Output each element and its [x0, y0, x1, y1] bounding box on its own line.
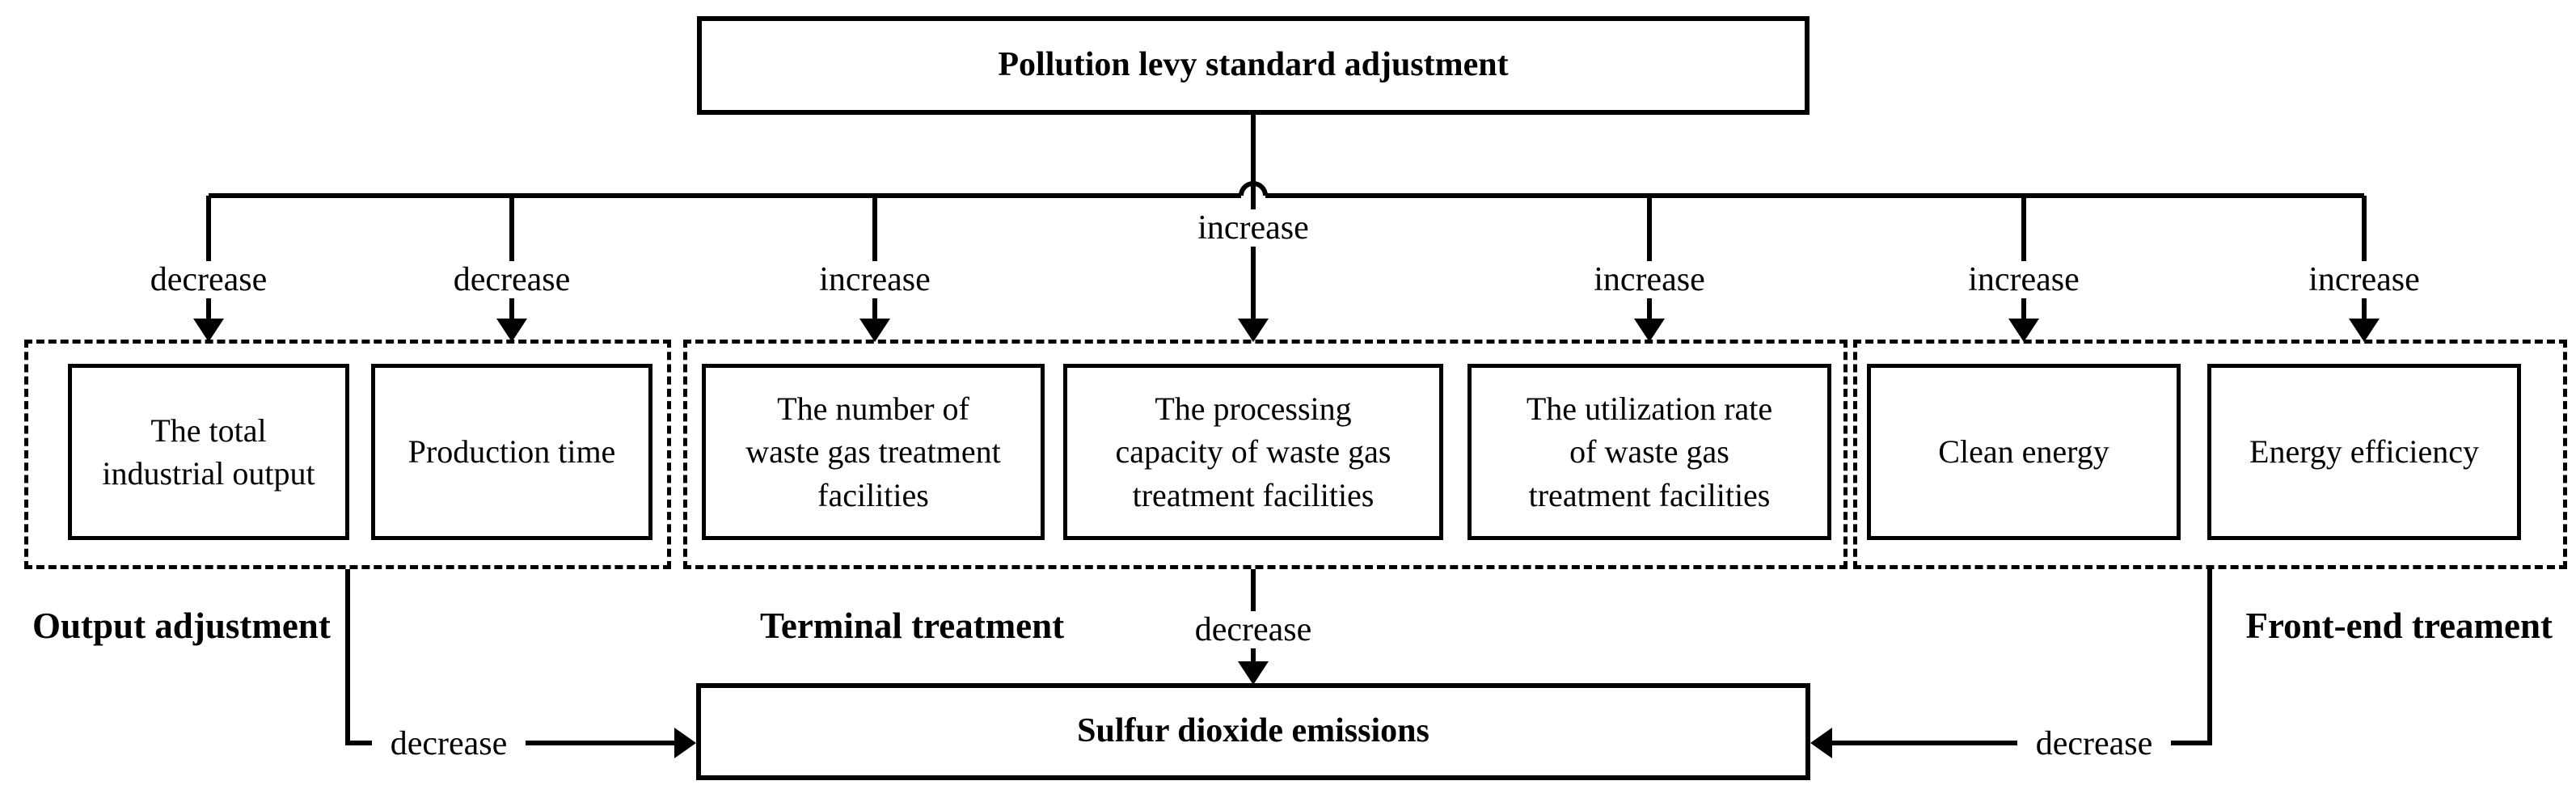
- node-clean-energy: Clean energy: [1867, 364, 2181, 540]
- group-label-terminal-treatment: Terminal treatment: [760, 606, 1065, 646]
- node-total-industrial-output: The total industrial output: [68, 364, 349, 540]
- node-text-line: of waste gas: [1569, 433, 1729, 471]
- node-text-line: industrial output: [102, 455, 315, 492]
- node-text-line: The processing: [1155, 390, 1352, 428]
- node-text-line: treatment facilities: [1132, 476, 1375, 513]
- arrow-label-increase-2: increase: [1176, 209, 1330, 247]
- group-label-output-adjustment: Output adjustment: [32, 606, 331, 646]
- node-text-line: Production time: [408, 433, 616, 471]
- arrow-label-decrease-terminal: decrease: [1176, 611, 1330, 648]
- arrowhead-number-facilities: [859, 319, 890, 342]
- pollution-levy-box: Pollution levy standard adjustment: [697, 16, 1810, 115]
- node-utilization-rate: The utilization rate of waste gas treatm…: [1467, 364, 1831, 540]
- node-processing-capacity: The processing capacity of waste gas tre…: [1063, 364, 1443, 540]
- arrow-label-increase-5: increase: [2287, 261, 2441, 298]
- node-text-line: The total: [150, 412, 267, 449]
- arrow-label-decrease-frontend: decrease: [2017, 725, 2171, 762]
- node-text-line: treatment facilities: [1528, 476, 1771, 513]
- arrowhead-processing-capacity: [1238, 319, 1269, 342]
- node-number-of-facilities: The number of waste gas treatment facili…: [702, 364, 1045, 540]
- node-text-line: The number of: [777, 390, 969, 428]
- arrow-label-decrease-1: decrease: [132, 261, 285, 298]
- arrow-label-increase-4: increase: [1947, 261, 2101, 298]
- node-text-line: waste gas treatment: [745, 433, 1001, 471]
- arrow-label-increase-3: increase: [1573, 261, 1726, 298]
- terminal-to-sink-arrowhead: [1238, 661, 1269, 685]
- group-terminal-treatment: [683, 340, 1848, 569]
- node-energy-efficiency: Energy efficiency: [2207, 364, 2521, 540]
- line-hop-arc: [1239, 181, 1268, 196]
- node-text-line: facilities: [817, 476, 929, 513]
- node-text-line: The utilization rate: [1526, 390, 1773, 428]
- node-text-line: Energy efficiency: [2249, 433, 2479, 471]
- frontend-to-sink-arrowhead: [1810, 728, 1832, 758]
- arrow-label-decrease-2: decrease: [435, 261, 589, 298]
- node-text-line: Clean energy: [1938, 433, 2109, 471]
- sulfur-dioxide-emissions-label: Sulfur dioxide emissions: [1077, 712, 1429, 750]
- frontend-to-sink-elbow: [1831, 569, 2212, 745]
- arrowhead-utilization-rate: [1634, 319, 1665, 342]
- node-production-time: Production time: [371, 364, 652, 540]
- arrowhead-production-time: [496, 319, 527, 342]
- output-to-sink-elbow: [345, 569, 676, 745]
- group-front-end-treatment: [1853, 340, 2567, 569]
- arrow-label-decrease-output: decrease: [372, 725, 526, 762]
- arrow-label-increase-1: increase: [798, 261, 952, 298]
- sulfur-dioxide-emissions-box: Sulfur dioxide emissions: [696, 683, 1810, 780]
- group-output-adjustment: [24, 340, 671, 569]
- arrowhead-total-output: [193, 319, 224, 342]
- node-text-line: capacity of waste gas: [1115, 433, 1391, 471]
- output-to-sink-arrowhead: [674, 728, 696, 758]
- pollution-levy-label: Pollution levy standard adjustment: [998, 46, 1509, 84]
- group-label-front-end-treatment: Front-end treament: [2245, 606, 2553, 646]
- arrowhead-energy-efficiency: [2349, 319, 2380, 342]
- arrowhead-clean-energy: [2008, 319, 2039, 342]
